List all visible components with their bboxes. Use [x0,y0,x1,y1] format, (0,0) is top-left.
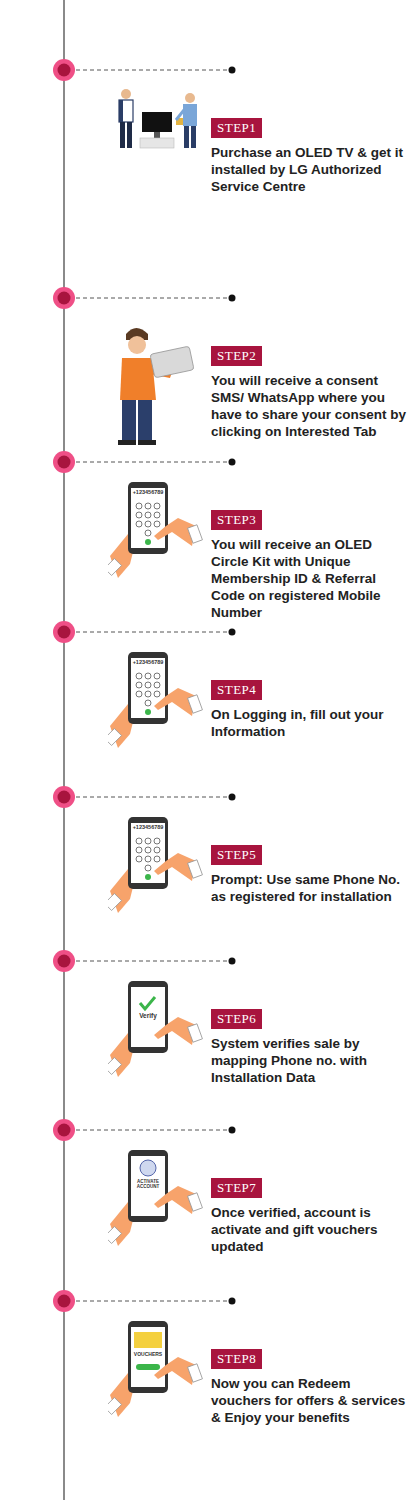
leader-end-dot [229,629,236,636]
timeline-dot [53,287,75,309]
timeline-dot [53,1290,75,1312]
step-badge: STEP6 [211,1009,262,1029]
dashed-leader [76,70,230,71]
timeline-dot-center [58,1295,71,1308]
timeline-dot [53,59,75,81]
timeline-dot-center [58,64,71,77]
step-description: Once verified, account is activate and g… [211,1204,407,1255]
step-description: You will receive a consent SMS/ WhatsApp… [211,372,407,440]
timeline-line [63,0,65,1500]
step-description: System verifies sale by mapping Phone no… [211,1035,407,1086]
step-description: Prompt: Use same Phone No. as registered… [211,871,407,905]
step-badge: STEP3 [211,510,262,530]
timeline-dot-center [58,456,71,469]
dashed-leader [76,1130,230,1131]
step-badge: STEP8 [211,1349,262,1369]
dashed-leader [76,462,230,463]
timeline-dot [53,451,75,473]
step-badge: STEP5 [211,845,262,865]
timeline-dots [53,59,236,1312]
step-description: Purchase an OLED TV & get it installed b… [211,144,407,195]
purchase-illustration [119,89,197,148]
timeline-dot-center [58,791,71,804]
dashed-leader [76,632,230,633]
leader-end-dot [229,295,236,302]
step-block: STEP6System verifies sale by mapping Pho… [211,1009,407,1086]
leader-end-dot [229,1127,236,1134]
step-block: STEP1Purchase an OLED TV & get it instal… [211,118,407,195]
timeline-dot-center [58,626,71,639]
step-block: STEP8Now you can Redeem vouchers for off… [211,1349,407,1426]
screen-text: ACTIVATE ACCOUNT [132,1180,164,1189]
step-block: STEP5Prompt: Use same Phone No. as regis… [211,845,407,905]
dashed-leader [76,961,230,962]
step-badge: STEP7 [211,1178,262,1198]
screen-text: VOUCHERS [132,1352,164,1357]
timeline-dot [53,950,75,972]
dashed-leader [76,298,230,299]
phone-illustration [105,482,203,1417]
step-block: STEP7Once verified, account is activate … [211,1178,407,1255]
dashed-leader [76,1301,230,1302]
screen-text: +123456789 [131,825,165,831]
step-block: STEP2You will receive a consent SMS/ Wha… [211,346,407,440]
step-description: You will receive an OLED Circle Kit with… [211,536,407,621]
step-description: Now you can Redeem vouchers for offers &… [211,1375,407,1426]
timeline-dot-center [58,292,71,305]
timeline-dot [53,621,75,643]
leader-end-dot [229,67,236,74]
timeline-dot [53,1119,75,1141]
consent-illustration [118,328,194,445]
screen-text: Verify [132,1013,164,1020]
leader-end-dot [229,958,236,965]
step-block: STEP4 On Logging in, fill out your Inform… [211,680,407,740]
step-block: STEP3You will receive an OLED Circle Kit… [211,510,407,621]
dashed-leader [76,797,230,798]
step-description: On Logging in, fill out your Information [211,706,407,740]
screen-text: +123456789 [131,490,165,496]
timeline-dot [53,786,75,808]
leader-end-dot [229,794,236,801]
timeline-dot-center [58,1124,71,1137]
timeline-dot-center [58,955,71,968]
leader-end-dot [229,459,236,466]
screen-text: +123456789 [131,660,165,666]
step-badge: STEP1 [211,118,262,138]
step-badge: STEP2 [211,346,262,366]
step-badge: STEP4 [211,680,262,700]
leader-end-dot [229,1298,236,1305]
